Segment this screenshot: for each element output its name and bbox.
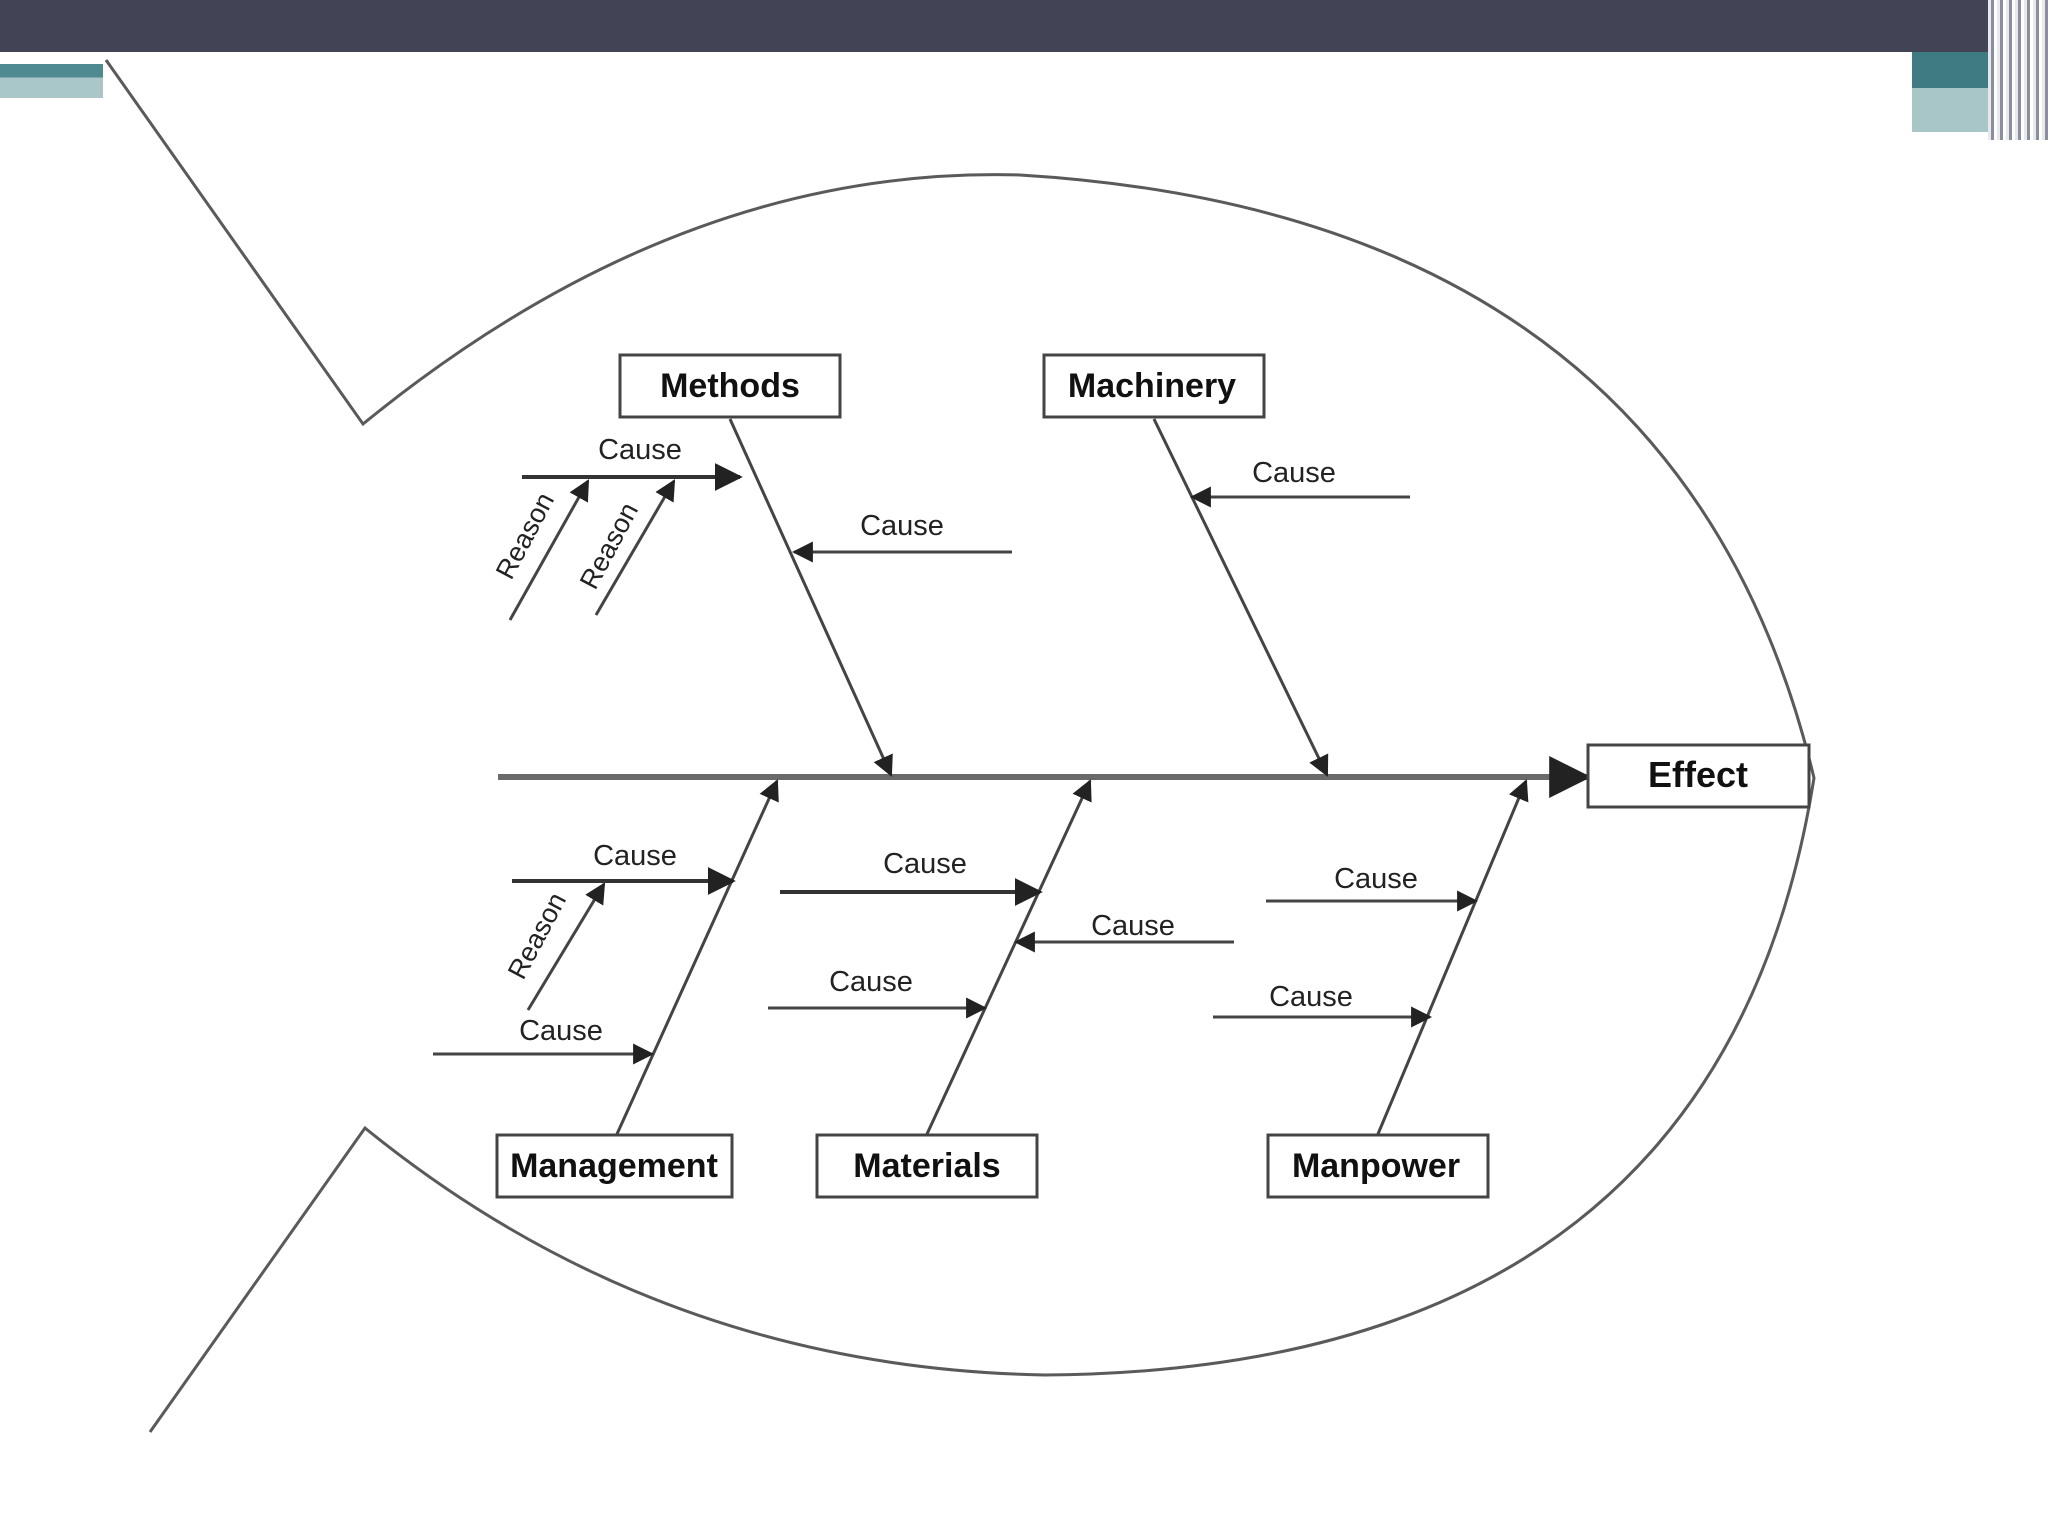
category-box-methods: Methods (618, 353, 842, 419)
management-reason-1-arrow (526, 882, 606, 1011)
left-accent-bar (0, 64, 103, 98)
machinery-cause-1-label: Cause (1252, 457, 1336, 489)
category-box-machinery: Machinery (1042, 353, 1266, 419)
effect-label: Effect (1648, 754, 1748, 795)
category-box-materials: Materials (815, 1133, 1039, 1199)
methods-reason-2-label: Reason (574, 498, 644, 594)
management-cause-2-label: Cause (519, 1015, 603, 1047)
management-reason-1-label: Reason (502, 888, 572, 984)
bone-manpower (1376, 779, 1529, 1135)
materials-cause-3-label: Cause (829, 966, 913, 998)
bone-materials (925, 779, 1092, 1135)
bone-methods (728, 418, 893, 777)
category-label-machinery: Machinery (1068, 367, 1236, 405)
category-box-manpower: Manpower (1266, 1133, 1490, 1199)
manpower-cause-1-label: Cause (1334, 863, 1418, 895)
bone-management (615, 779, 779, 1135)
methods-reason-1-arrow (508, 479, 590, 621)
effect-box: Effect (1586, 743, 1811, 809)
materials-cause-1-label: Cause (883, 848, 967, 880)
category-label-management: Management (510, 1147, 718, 1185)
manpower-cause-2-label: Cause (1269, 981, 1353, 1013)
category-label-manpower: Manpower (1292, 1147, 1460, 1185)
methods-reason-2-arrow (594, 479, 676, 616)
methods-reason-1-label: Reason (490, 488, 560, 584)
category-label-materials: Materials (853, 1147, 1000, 1185)
fish-outline (104, 59, 1816, 1433)
category-box-management: Management (495, 1133, 734, 1199)
bone-machinery (1152, 418, 1329, 777)
slide-header-bar (0, 0, 2048, 52)
methods-cause-1-label: Cause (598, 434, 682, 466)
category-label-methods: Methods (660, 367, 800, 405)
materials-cause-2-label: Cause (1091, 910, 1175, 942)
methods-cause-2-label: Cause (860, 510, 944, 542)
right-stripe-decoration (1988, 0, 2048, 140)
management-cause-1-label: Cause (593, 840, 677, 872)
